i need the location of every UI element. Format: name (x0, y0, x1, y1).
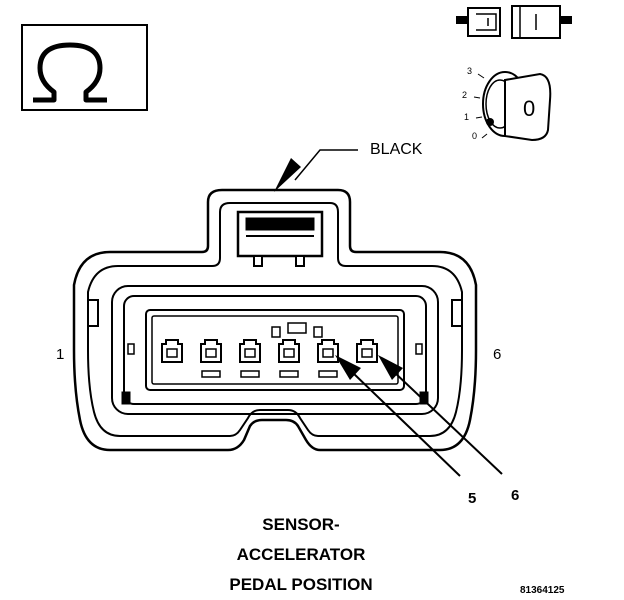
disconnected-connector-icon (456, 5, 572, 39)
terminal-cavities (161, 339, 378, 378)
cavity-spacer-bar (201, 370, 221, 378)
dial-position-0: 0 (472, 131, 478, 141)
wire-leaders (335, 355, 503, 477)
terminal-cavity-2 (200, 339, 222, 363)
wire-label-5: 5 (468, 490, 477, 507)
terminal-cavity-1 (161, 339, 183, 363)
connector-housing (72, 188, 478, 452)
figure-id: 81364125 (520, 585, 565, 596)
cavity-spacer-bar (279, 370, 299, 378)
wire-label-6: 6 (511, 487, 520, 504)
switch-knob-value: 0 (523, 96, 536, 121)
pin-number-right: 6 (493, 346, 502, 363)
dial-position-3: 3 (467, 66, 473, 76)
dial-marks (473, 73, 488, 139)
ignition-switch-off-icon (482, 71, 552, 142)
cavity-spacer-bar (318, 370, 338, 378)
pin-number-left: 1 (56, 346, 65, 363)
ohm-symbol-icon (21, 24, 148, 111)
terminal-cavity-3 (239, 339, 261, 363)
dial-position-2: 2 (462, 90, 468, 100)
color-callout-leader (274, 149, 358, 192)
component-title-line3: PEDAL POSITION (229, 575, 373, 594)
terminal-cavity-5 (317, 339, 339, 363)
component-title-line1: SENSOR- (262, 515, 340, 534)
locking-latch (236, 210, 324, 267)
wire-color-label: BLACK (370, 141, 423, 158)
cavity-spacer-bar (240, 370, 260, 378)
terminal-cavity-6 (356, 339, 378, 363)
terminal-cavity-4 (278, 339, 300, 363)
index-keys (271, 322, 323, 338)
dial-position-1: 1 (464, 112, 470, 122)
component-title-line2: ACCELERATOR (236, 545, 366, 564)
